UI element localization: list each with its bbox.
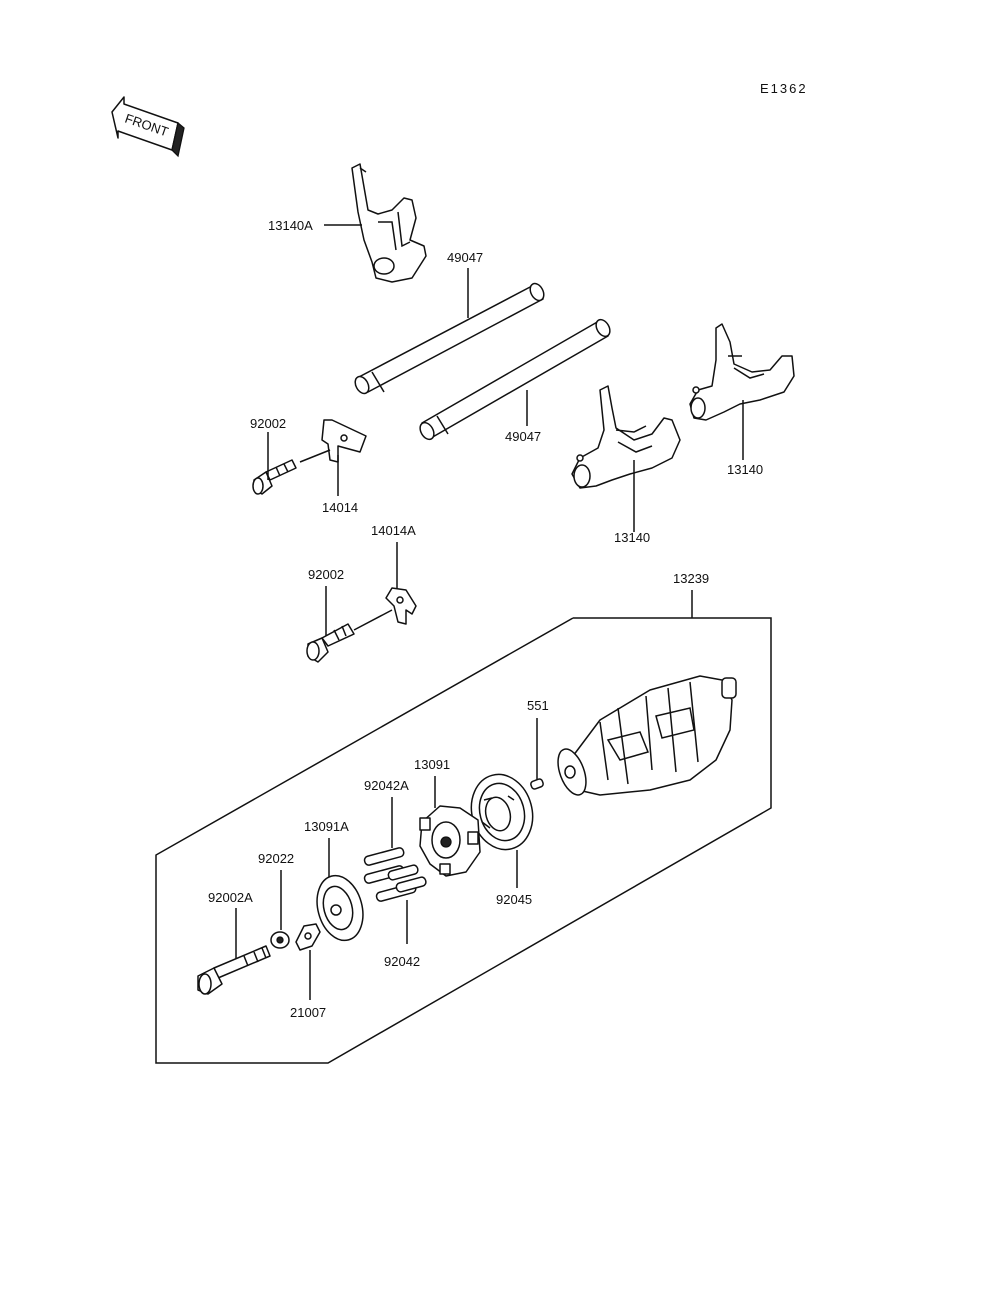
shift-rod-upper: [354, 282, 545, 395]
label-92042: 92042: [384, 954, 420, 969]
label-92002-lower: 92002: [308, 567, 344, 582]
pins-92042a: [363, 847, 419, 884]
bolt-92002a: [197, 945, 271, 995]
label-21007: 21007: [290, 1005, 326, 1020]
label-92045: 92045: [496, 892, 532, 907]
bearing-92045: [470, 773, 534, 851]
label-49047-lower: 49047: [505, 429, 541, 444]
label-14014a: 14014A: [371, 523, 416, 538]
label-13140-middle: 13140: [614, 530, 650, 545]
cam-plate-13091a: [316, 874, 364, 942]
washer-92022: [270, 931, 290, 949]
bolt-92002-lower: [306, 623, 355, 663]
cam-holder-13091: [419, 805, 481, 877]
stopper-plate-14014: [321, 419, 367, 463]
label-13140a: 13140A: [268, 218, 313, 233]
circlip-21007: [295, 923, 321, 951]
label-14014: 14014: [322, 500, 358, 515]
shift-drum: [557, 675, 737, 796]
label-13091: 13091: [414, 757, 450, 772]
shift-fork-13140-middle: [571, 385, 681, 489]
diagram-code: E1362: [760, 81, 808, 96]
label-92042a: 92042A: [364, 778, 409, 793]
assembly-bracket: [155, 617, 772, 1064]
label-92002a: 92002A: [208, 890, 253, 905]
bolt-92002-upper: [252, 459, 297, 495]
label-551: 551: [527, 698, 549, 713]
label-13140-right: 13140: [727, 462, 763, 477]
label-92022: 92022: [258, 851, 294, 866]
shift-rod-lower: [419, 318, 611, 441]
front-arrow-icon: FRONT: [111, 96, 185, 158]
shift-fork-13140a: [351, 163, 427, 283]
label-13239: 13239: [673, 571, 709, 586]
label-13091a: 13091A: [304, 819, 349, 834]
shift-fork-13140-right: [689, 323, 795, 421]
label-49047-upper: 49047: [447, 250, 483, 265]
pins-92042: [375, 876, 427, 902]
stopper-plate-14014a: [385, 587, 417, 625]
pin-551: [530, 778, 544, 790]
label-92002-upper: 92002: [250, 416, 286, 431]
